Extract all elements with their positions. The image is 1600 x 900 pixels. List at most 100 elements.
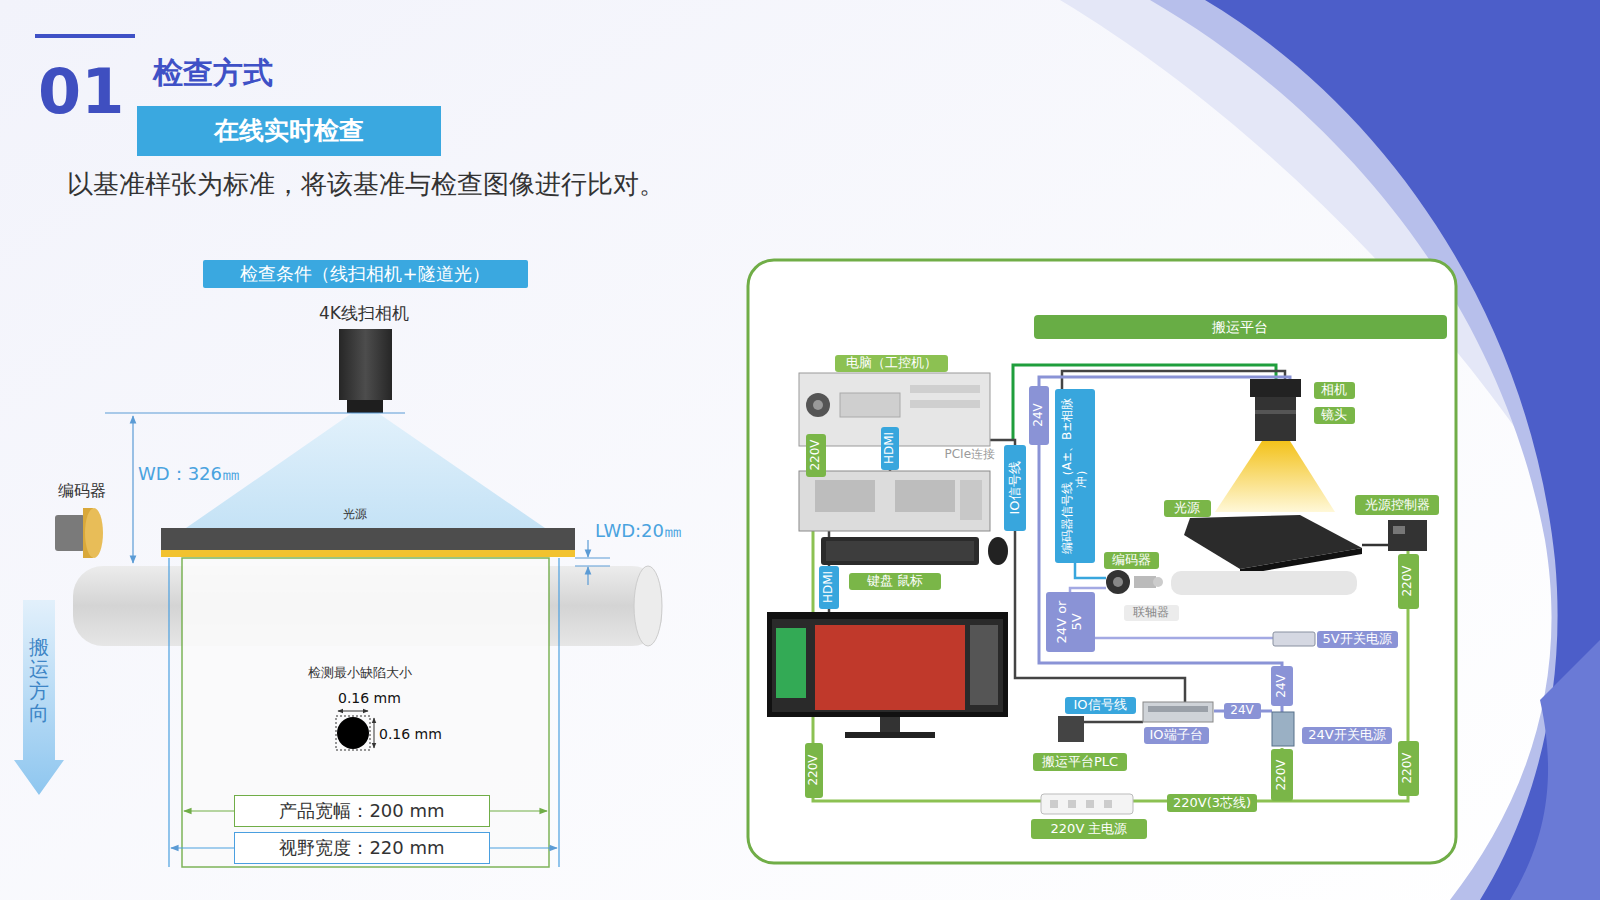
wire-tag: 24V — [1224, 703, 1261, 719]
wire-tag: 24V — [1029, 386, 1049, 445]
node-text-group: 24V — [1230, 704, 1253, 718]
node-label: 5V开关电源 — [1322, 632, 1391, 647]
camera-illustration — [347, 400, 383, 413]
node-text-group: 键盘 鼠标 — [867, 574, 923, 589]
node-label: 24V开关电源 — [1308, 728, 1385, 743]
node-label: 220V — [1275, 759, 1289, 791]
product-sheet — [558, 558, 559, 867]
product-sheet — [169, 558, 559, 867]
encoder-device — [1153, 577, 1163, 587]
node-text-group: 电脑（工控机） — [846, 356, 937, 371]
title-rule — [35, 36, 135, 37]
dimension-lines — [587, 567, 588, 585]
node-label: 搬运平台 — [1212, 319, 1268, 335]
device-tag: 5V开关电源 — [1317, 631, 1398, 648]
dimension: 0.16 mm — [338, 690, 401, 707]
product-sheet — [182, 558, 549, 867]
node-text-group: 220V — [1401, 565, 1415, 597]
light-source-illustration — [1171, 515, 1427, 595]
direction-label: 搬运方向 — [29, 636, 49, 724]
computer-illustration — [895, 480, 955, 512]
note: 检测最小缺陷大小 — [308, 665, 412, 681]
title-rule — [35, 34, 135, 38]
wire-tag: 220V — [1271, 749, 1293, 801]
part-name: 光源 — [343, 507, 367, 521]
dimension-lines — [587, 540, 588, 557]
encoder-illustration — [55, 508, 103, 558]
connection-label: PCIe连接 — [945, 447, 996, 461]
light-bar — [161, 550, 575, 557]
computer-illustration — [815, 480, 875, 512]
computer-illustration — [910, 385, 980, 393]
keyboard-mouse — [821, 537, 1008, 565]
node-label: 光源 — [1174, 501, 1200, 516]
node-label: 220V — [807, 754, 821, 786]
light-source-illustration — [1388, 520, 1427, 551]
dimension-box: 视野宽度：220 mm — [234, 832, 490, 864]
node-text-group: IO端子台 — [1149, 728, 1202, 743]
node-text-group: 220V(3芯线) — [1173, 796, 1251, 811]
node-text-group: 检查条件（线扫相机+隧道光） — [240, 264, 489, 285]
node-text-group: 联轴器 — [1133, 606, 1169, 620]
dimension-box: 产品宽幅：200 mm — [234, 795, 490, 827]
node-label: 220V(3芯线) — [1173, 796, 1251, 811]
monitor-illustration — [776, 628, 806, 698]
node-label: 检查条件（线扫相机+隧道光） — [240, 264, 489, 285]
wire-tag: IO信号线 — [1065, 697, 1136, 714]
wire-tag: HDMI — [819, 566, 839, 609]
node-label: 编码器信号线（A±、B±相脉冲） — [1061, 396, 1089, 556]
device-tag: 光源控制器 — [1355, 495, 1439, 515]
camera-lens-illustration — [1215, 441, 1335, 512]
power-devices — [1272, 712, 1294, 746]
node-text-group: 视野宽度：220 mm — [279, 838, 444, 859]
defect-sample — [337, 717, 369, 749]
device-tag: 220V 主电源 — [1031, 819, 1147, 839]
transport-arrow — [14, 600, 64, 795]
node-label: 在线实时检查 — [214, 117, 364, 146]
node-text-group: HDMI — [822, 571, 836, 604]
node-label: 220V — [1401, 565, 1415, 597]
encoder-illustration — [85, 508, 103, 558]
monitor-illustration — [815, 625, 965, 710]
defect-sample — [374, 718, 375, 748]
node-label: 搬运平台PLC — [1042, 755, 1118, 770]
node-text-group: 5V开关电源 — [1322, 632, 1391, 647]
device-tag: 联轴器 — [1124, 605, 1179, 621]
node-label: HDMI — [822, 571, 836, 604]
light-source-illustration — [1393, 526, 1405, 534]
defect-sample — [338, 711, 368, 712]
dimension-lines — [575, 566, 610, 567]
computer-illustration — [960, 480, 982, 520]
computer-illustration — [806, 393, 830, 417]
dimension: 0.16 mm — [379, 726, 442, 743]
power-devices — [1068, 800, 1076, 808]
wire-tag: 220V — [1398, 554, 1419, 609]
device-tag: 编码器 — [1104, 552, 1159, 569]
node-text-group: IO信号线 — [1008, 461, 1023, 515]
roller-illustration — [634, 566, 662, 646]
section-number: 01 — [38, 55, 124, 129]
power-devices — [1058, 716, 1084, 742]
node-text-group: 220V — [1401, 752, 1415, 784]
node-label: 220V — [809, 439, 823, 471]
part-name: 编码器 — [58, 481, 106, 500]
encoder-device — [1106, 570, 1130, 594]
wires — [1362, 544, 1388, 547]
node-text-group: IO信号线 — [1073, 698, 1126, 713]
subtitle: 以基准样张为标准，将该基准与检查图像进行比对。 — [67, 169, 665, 200]
keyboard-mouse — [988, 537, 1008, 565]
defect-sample — [336, 716, 370, 750]
wire-tag: 24V or 5V — [1046, 592, 1095, 652]
power-devices — [1143, 702, 1213, 722]
monitor-illustration — [772, 619, 1003, 712]
platform-band: 搬运平台 — [1034, 315, 1447, 339]
node-label: 24V — [1032, 403, 1046, 427]
node-label: 220V 主电源 — [1051, 822, 1128, 837]
node-label: 24V — [1275, 674, 1289, 698]
node-label: 24V or 5V — [1055, 598, 1085, 646]
encoder-device — [1113, 577, 1123, 587]
node-text-group: 24V — [1275, 674, 1289, 698]
node-label: 镜头 — [1321, 408, 1347, 423]
camera-lens-illustration — [1255, 410, 1296, 414]
